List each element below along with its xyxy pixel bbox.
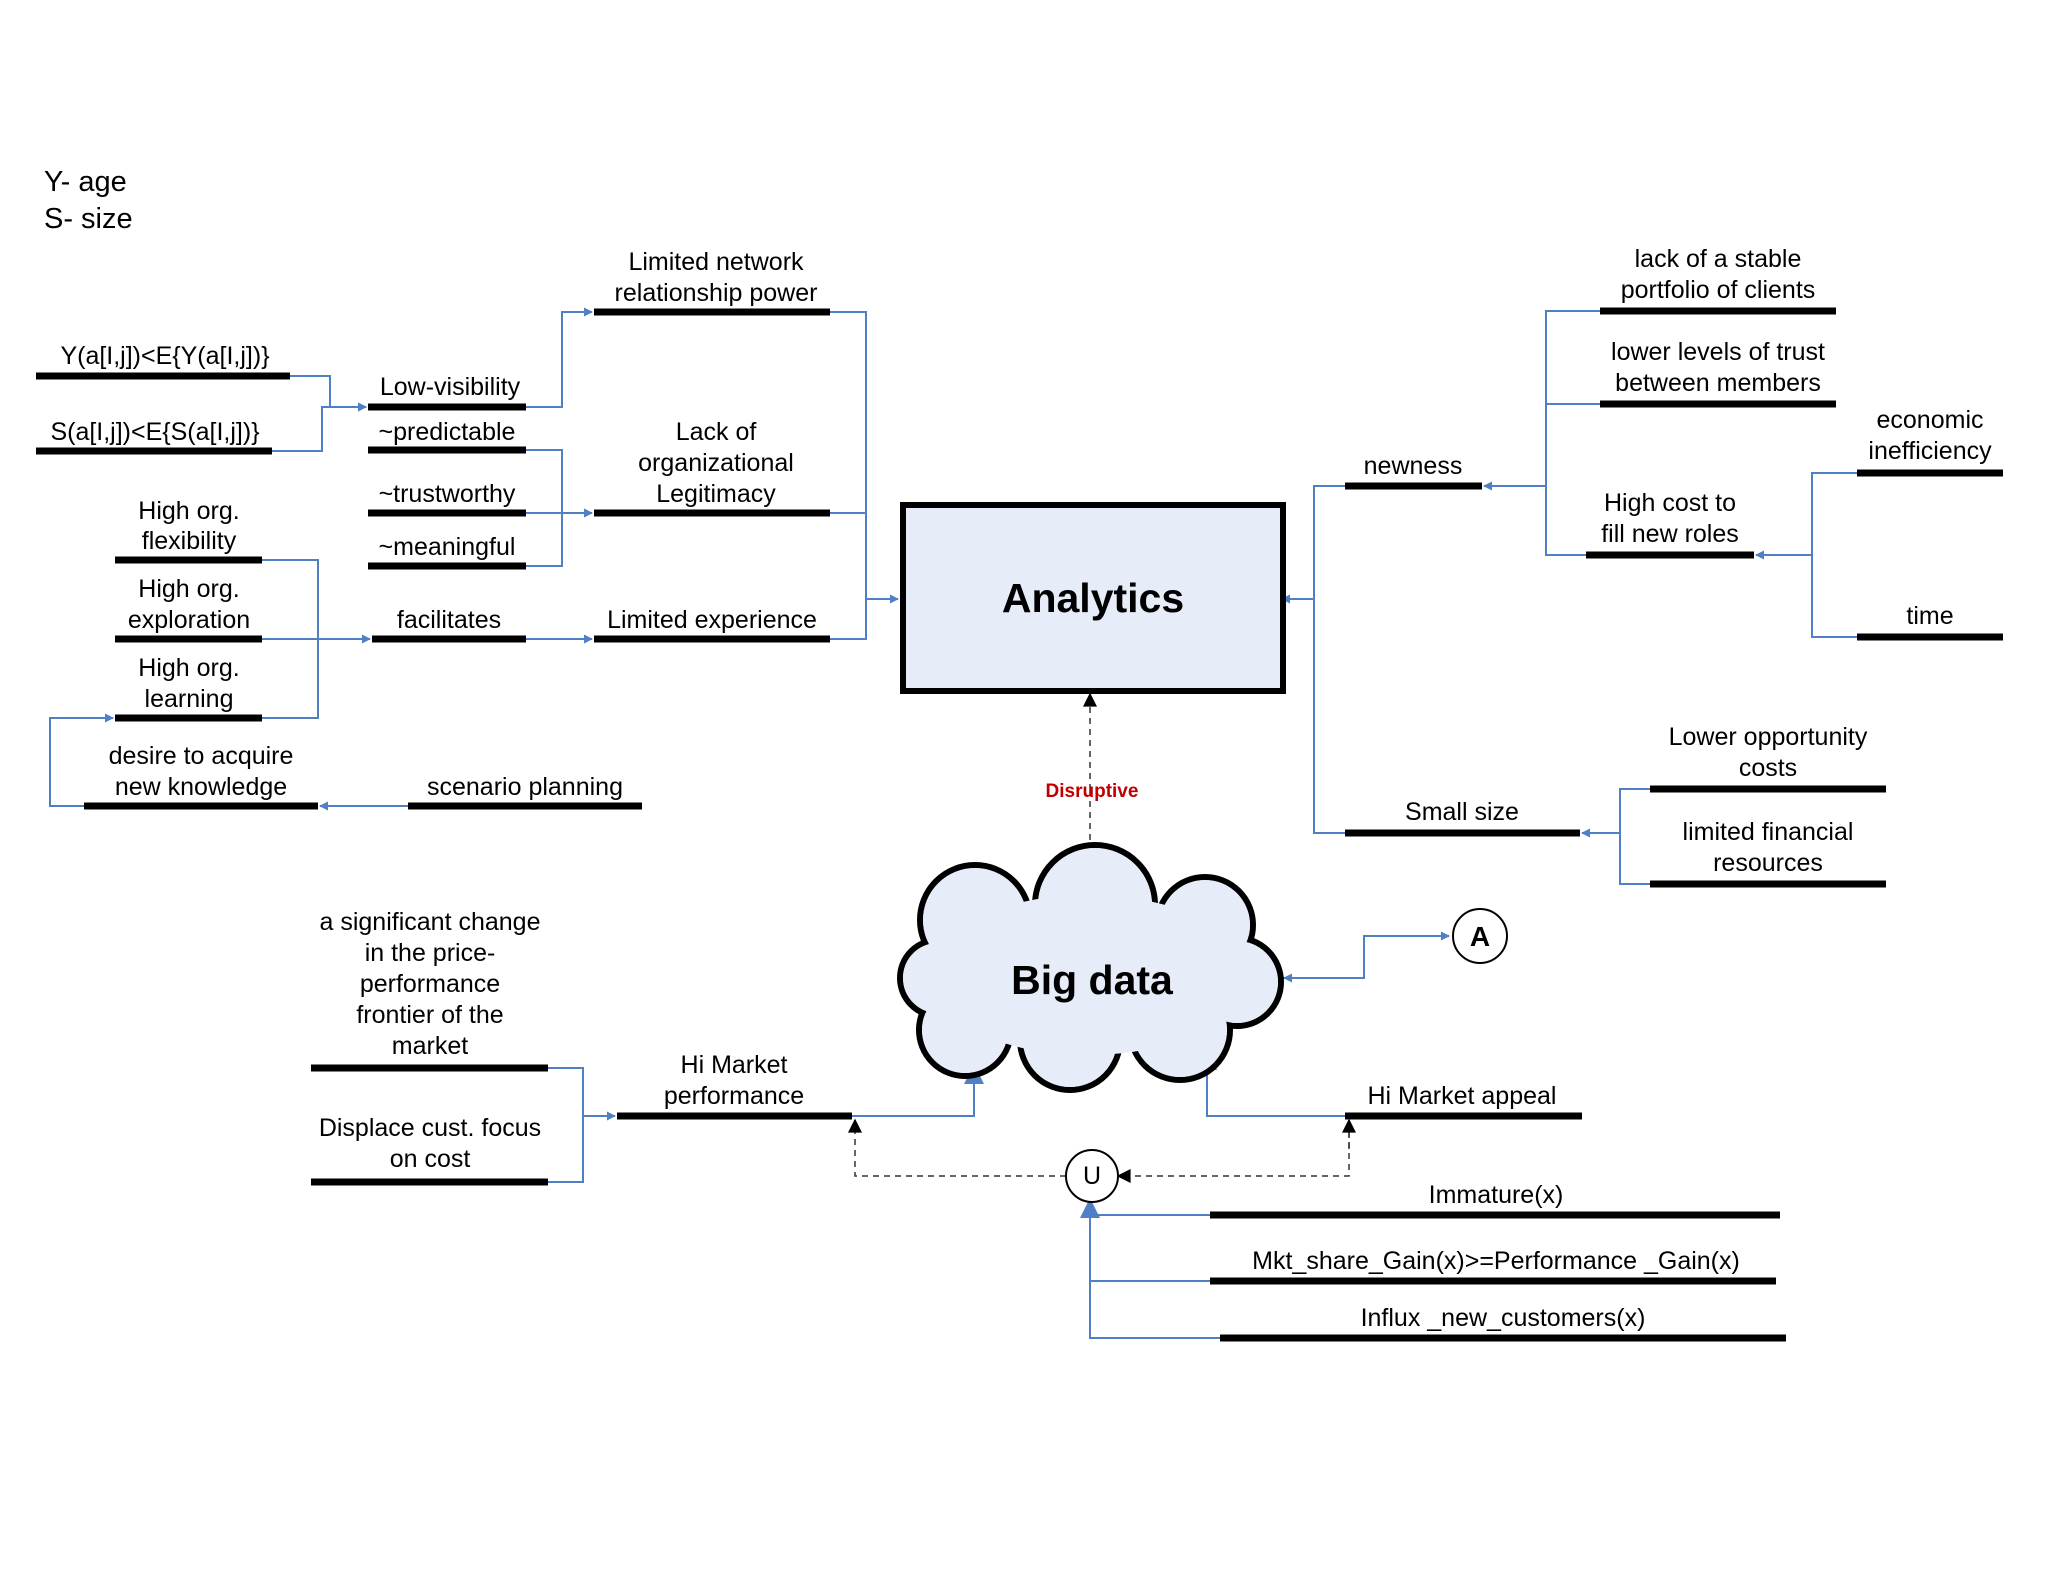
legend-age: Y- age (44, 166, 127, 198)
economic-line2: inefficiency (1868, 437, 1992, 465)
predictable-label: ~predictable (379, 418, 516, 446)
lack-org-line1: Lack of (676, 418, 757, 446)
displace-line1: Displace cust. focus (319, 1114, 541, 1142)
significant-change-line5: market (392, 1032, 468, 1060)
facilitates-label: facilitates (397, 606, 501, 634)
limited-financial-line1: limited financial (1683, 818, 1854, 846)
desire-line1: desire to acquire (109, 742, 294, 770)
y-condition-label: Y(a[I,j])<E{Y(a[I,j])} (60, 342, 269, 370)
high-cost-line1: High cost to (1604, 489, 1736, 517)
lack-org-line2: organizational (638, 449, 794, 477)
significant-change-line1: a significant change (320, 908, 541, 936)
hi-market-performance-line2: performance (664, 1082, 804, 1110)
high-cost-line2: fill new roles (1601, 520, 1739, 548)
limited-network-line1: Limited network (628, 248, 804, 276)
lack-stable-line2: portfolio of clients (1621, 276, 1816, 304)
big-data-label: Big data (1011, 957, 1174, 1003)
legend-size: S- size (44, 203, 133, 235)
lack-stable-line1: lack of a stable (1635, 245, 1802, 273)
limited-experience-label: Limited experience (607, 606, 817, 634)
limited-financial-line2: resources (1713, 849, 1823, 877)
high-learning-line1: High org. (138, 654, 239, 682)
high-exploration-line2: exploration (128, 606, 250, 634)
influx-label: Influx _new_customers(x) (1361, 1304, 1646, 1332)
union-circle (1065, 1149, 1119, 1203)
time-label: time (1906, 602, 1953, 630)
meaningful-label: ~meaningful (379, 533, 516, 561)
high-exploration-line1: High org. (138, 575, 239, 603)
significant-change-line2: in the price- (365, 939, 496, 967)
connectors (49, 307, 1857, 1339)
big-data-cloud (897, 842, 1284, 1093)
union-label: U (1083, 1162, 1101, 1190)
node-a-label: A (1470, 921, 1490, 952)
analytics-label: Analytics (1002, 575, 1184, 621)
high-flexibility-line2: flexibility (142, 527, 237, 555)
mkt-share-label: Mkt_share_Gain(x)>=Performance _Gain(x) (1252, 1247, 1740, 1275)
limited-network-line2: relationship power (615, 279, 818, 307)
high-learning-line2: learning (145, 685, 234, 713)
significant-change-line3: performance (360, 970, 500, 998)
desire-line2: new knowledge (115, 773, 287, 801)
node-bars (36, 307, 2003, 1342)
s-condition-label: S(a[I,j])<E{S(a[I,j])} (50, 418, 259, 446)
trustworthy-label: ~trustworthy (379, 480, 516, 508)
small-size-label: Small size (1405, 798, 1519, 826)
lower-opportunity-line2: costs (1739, 754, 1797, 782)
displace-line2: on cost (390, 1145, 471, 1173)
significant-change-line4: frontier of the (356, 1001, 503, 1029)
lower-trust-line1: lower levels of trust (1611, 338, 1825, 366)
disruptive-label: Disruptive (1046, 781, 1139, 802)
node-a-circle (1452, 908, 1508, 964)
lack-org-line3: Legitimacy (656, 480, 776, 508)
hi-market-performance-line1: Hi Market (681, 1051, 788, 1079)
economic-line1: economic (1877, 406, 1984, 434)
scenario-planning-label: scenario planning (427, 773, 623, 801)
low-visibility-label: Low-visibility (380, 373, 521, 401)
analytics-box (900, 502, 1286, 694)
lower-trust-line2: between members (1615, 369, 1821, 397)
lower-opportunity-line1: Lower opportunity (1669, 723, 1868, 751)
hi-market-appeal-label: Hi Market appeal (1368, 1082, 1557, 1110)
newness-label: newness (1364, 452, 1463, 480)
high-flexibility-line1: High org. (138, 497, 239, 525)
immature-label: Immature(x) (1429, 1181, 1564, 1209)
